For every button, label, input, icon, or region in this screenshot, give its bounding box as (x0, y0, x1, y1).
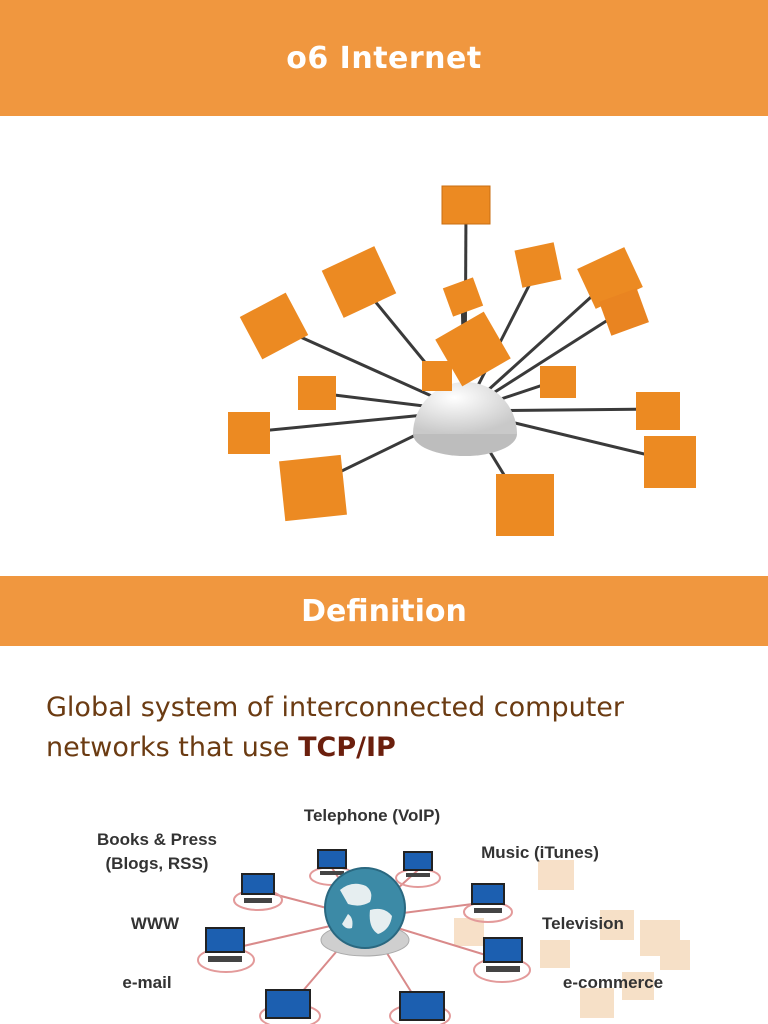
computer-icons (205, 849, 523, 1021)
slide-title-bar: o6 Internet (0, 0, 768, 116)
hub-dome (413, 382, 517, 434)
cube-nodes (228, 185, 696, 536)
section-heading: Definition (301, 593, 467, 629)
section-heading-bar: Definition (0, 576, 768, 646)
network-hub-illustration (228, 185, 696, 536)
label-telephone: Telephone (VoIP) (304, 806, 440, 825)
globe-icon (320, 867, 410, 957)
faded-cubes (454, 860, 690, 1018)
slide-title: o6 Internet (286, 40, 482, 76)
definition-text: Global system of interconnected computer… (46, 688, 746, 768)
label-books-line1: Books & Press (97, 830, 217, 849)
label-email: e-mail (122, 973, 171, 992)
definition-emphasis: TCP/IP (298, 732, 396, 763)
label-www: WWW (131, 914, 180, 933)
label-books-line2: (Blogs, RSS) (106, 854, 209, 873)
label-music: Music (iTunes) (481, 843, 599, 862)
internet-services-diagram: Telephone (VoIP) Books & Press (Blogs, R… (97, 806, 690, 1024)
label-ecommerce: e-commerce (563, 973, 663, 992)
label-television: Television (542, 914, 624, 933)
definition-body: Global system of interconnected computer… (46, 692, 625, 763)
